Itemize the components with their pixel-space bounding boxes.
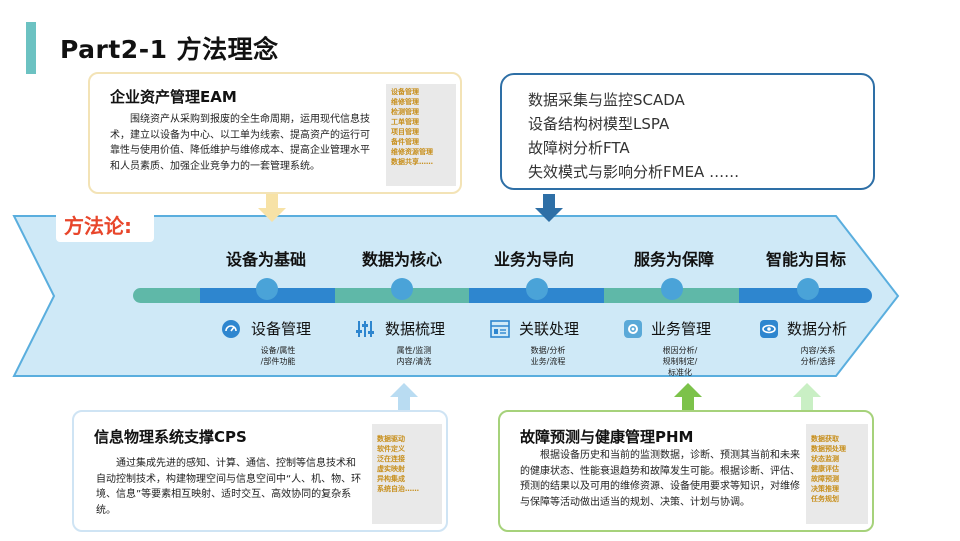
phm-tag: 状态监测 [811, 455, 839, 463]
phm-title: 故障预测与健康管理PHM [520, 428, 694, 446]
cps-tag: 泛在连接 [377, 455, 405, 463]
grid-icon [490, 320, 510, 338]
eam-tag: 检测管理 [391, 108, 419, 116]
sliders-icon [356, 321, 374, 337]
scada-line: 数据采集与监控SCADA [528, 91, 685, 109]
principle-service: 服务为保障 [633, 250, 714, 269]
module-analysis-sub: 内容/关系 分析/选择 [788, 345, 848, 367]
phm-description: 根据设备历史和当前的监测数据，诊断、预测其当前和未来的健康状态、性能衰退趋势和故… [520, 450, 800, 508]
phm-tag: 数据预处理 [811, 445, 846, 453]
eam-tag: 工单管理 [391, 118, 419, 126]
module-sub-line: /部件功能 [260, 357, 296, 366]
phm-tag: 决策推理 [811, 485, 839, 493]
cps-description: 通过集成先进的感知、计算、通信、控制等信息技术和自动控制技术，构建物理空间与信息… [96, 458, 362, 516]
module-sub-line: 设备/属性 [260, 346, 296, 355]
cps-tag: 异构集成 [377, 475, 405, 483]
gauge-icon [222, 320, 240, 338]
fmea-line: 失效模式与影响分析FMEA …… [528, 163, 740, 181]
eam-down-arrow [258, 194, 286, 222]
cps-box: 信息物理系统支撑CPS 通过集成先进的感知、计算、通信、控制等信息技术和自动控制… [72, 410, 448, 532]
eye-icon [760, 320, 778, 338]
module-sub-line: 属性/监测 [396, 346, 432, 355]
module-data-title: 数据梳理 [385, 320, 446, 338]
eam-tag: 项目管理 [391, 128, 419, 136]
fta-line: 故障树分析FTA [528, 139, 630, 157]
principle-intelligence: 智能为目标 [765, 250, 846, 269]
module-equipment-title: 设备管理 [251, 320, 312, 338]
eam-tag: 备件管理 [391, 138, 419, 146]
module-analysis-title: 数据分析 [787, 320, 848, 338]
cps-tag: 数据驱动 [377, 435, 405, 443]
module-sub-line: 数据/分析 [530, 346, 566, 355]
module-sub-line: 分析/选择 [800, 357, 836, 366]
eam-tag-panel: 设备管理 维修管理 检测管理 工单管理 项目管理 备件管理 维修资源管理 数据共… [386, 84, 456, 186]
phm-up-arrow-2 [793, 383, 821, 411]
cps-tag: 软件定义 [377, 445, 405, 453]
module-association-sub: 数据/分析 业务/流程 [518, 345, 578, 367]
method-label: 方法论: [64, 214, 132, 238]
phm-tag-panel: 数据获取 数据预处理 状态监测 健康评估 故障预测 决策推理 任务规划 [806, 424, 868, 524]
module-sub-line: 业务/流程 [530, 357, 566, 366]
phm-up-arrow-1 [674, 383, 702, 411]
timeline-dot [526, 278, 548, 300]
principle-equipment: 设备为基础 [225, 250, 306, 269]
module-sub-line: 规制制定/ [662, 357, 698, 366]
module-data-sub: 属性/监测 内容/清洗 [384, 345, 444, 367]
module-equipment-sub: 设备/属性 /部件功能 [248, 345, 308, 367]
module-business-title: 业务管理 [651, 320, 712, 338]
timeline-dot [256, 278, 278, 300]
eam-tag: 维修资源管理 [391, 148, 433, 156]
eam-title: 企业资产管理EAM [110, 88, 237, 106]
timeline-segment [133, 288, 200, 303]
module-sub-line: 标准化 [668, 368, 692, 377]
phm-box: 故障预测与健康管理PHM 根据设备历史和当前的监测数据，诊断、预测其当前和未来的… [498, 410, 874, 532]
phm-tag: 任务规划 [811, 495, 839, 503]
title-accent-bar [26, 22, 36, 74]
principle-data: 数据为核心 [361, 250, 442, 269]
phm-tag: 健康评估 [811, 465, 839, 473]
principle-business: 业务为导向 [493, 250, 574, 269]
eam-tag: 数据共享…… [391, 158, 433, 166]
eam-box: 企业资产管理EAM 围绕资产从采购到报废的全生命周期，运用现代信息技术，建立以设… [88, 72, 462, 194]
module-association-title: 关联处理 [519, 320, 580, 338]
module-business-sub: 根因分析/ 规制制定/ 标准化 [650, 345, 710, 378]
page-title: Part2-1 方法理念 [60, 35, 279, 64]
phm-tag: 故障预测 [811, 475, 839, 483]
cps-tag: 虚实映射 [377, 465, 405, 473]
cps-tag: 系统自治…… [377, 485, 419, 493]
module-sub-line: 内容/关系 [800, 346, 836, 355]
lspa-line: 设备结构树模型LSPA [528, 115, 670, 133]
eam-tag: 维修管理 [391, 98, 419, 106]
cps-up-arrow [390, 383, 418, 411]
scada-down-arrow [535, 194, 563, 222]
module-sub-line: 内容/清洗 [396, 357, 432, 366]
timeline-dot [797, 278, 819, 300]
timeline-dot [391, 278, 413, 300]
gear-icon [624, 320, 642, 338]
module-sub-line: 根因分析/ [662, 346, 698, 355]
cps-title: 信息物理系统支撑CPS [94, 428, 247, 446]
timeline-dot [661, 278, 683, 300]
eam-tag: 设备管理 [391, 88, 419, 96]
method-label-bg [56, 208, 154, 242]
eam-description: 围绕资产从采购到报废的全生命周期，运用现代信息技术，建立以设备为中心、以工单为线… [110, 114, 370, 172]
scada-box: 数据采集与监控SCADA 设备结构树模型LSPA 故障树分析FTA 失效模式与影… [500, 73, 875, 190]
cps-tag-panel: 数据驱动 软件定义 泛在连接 虚实映射 异构集成 系统自治…… [372, 424, 442, 524]
phm-tag: 数据获取 [811, 435, 839, 443]
